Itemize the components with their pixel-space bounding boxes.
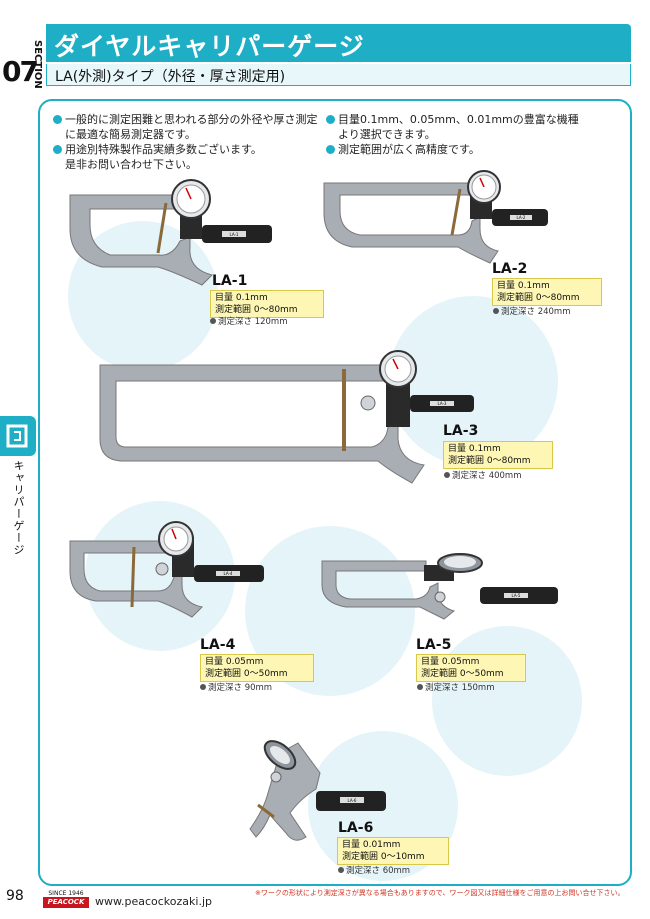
bullet-icon [444, 472, 450, 478]
feature-line: 用途別特殊製作品実績多数ございます。 [65, 143, 262, 156]
logo-brand: PEACOCK [43, 897, 89, 908]
handle-label: LA-4 [224, 571, 233, 576]
la5-gauge-illustration: LA-5 [321, 553, 558, 620]
feature-line: 一般的に測定困難と思われる部分の外径や厚さ測定 [65, 113, 318, 126]
features-right: 目量0.1mm、0.05mm、0.01mmの豊富な機種 より選択できます。 測定… [326, 112, 626, 157]
spec-grad: 目量 0.1mm [497, 281, 550, 291]
footer-note: ※ワークの形状により測定深さが異なる場合もありますので、ワーク図又は詳細仕様をご… [255, 889, 625, 897]
bullet-icon [493, 308, 499, 314]
la3-gauge-illustration: LA-3 [99, 350, 474, 484]
title-bar: ダイヤルキャリパーゲージ [46, 24, 631, 62]
spec-grad: 目量 0.1mm [448, 444, 501, 454]
spec-box: 目量 0.05mm 測定範囲 0～50mm [200, 654, 314, 682]
feature-item: 一般的に測定困難と思われる部分の外径や厚さ測定 [53, 112, 323, 127]
spec-grad: 目量 0.1mm [215, 293, 268, 303]
bullet-icon [417, 684, 423, 690]
features-left: 一般的に測定困難と思われる部分の外径や厚さ測定 に最適な簡易測定器です。 用途別… [53, 112, 323, 172]
feature-item: 測定範囲が広く高精度です。 [326, 142, 626, 157]
spec-grad: 目量 0.05mm [205, 657, 264, 667]
depth-note: 測定深さ 240mm [493, 305, 571, 317]
la1-gauge-illustration: LA-1 [69, 179, 272, 286]
handle-label: LA-6 [348, 798, 357, 803]
model-name: LA-4 [200, 637, 236, 653]
feature-line: 目量0.1mm、0.05mm、0.01mmの豊富な機種 [338, 113, 579, 126]
spec-box: 目量 0.1mm 測定範囲 0～80mm [492, 278, 602, 306]
spec-box: 目量 0.1mm 測定範囲 0～80mm [443, 441, 553, 469]
page-number: 98 [6, 888, 24, 904]
bullet-icon [326, 145, 335, 154]
product-panel: 一般的に測定困難と思われる部分の外径や厚さ測定 に最適な簡易測定器です。 用途別… [38, 99, 632, 886]
feature-line: に最適な簡易測定器です。 [65, 128, 196, 141]
subtitle-bar: LA(外測)タイプ（外径・厚さ測定用) [46, 64, 631, 86]
bg-circle [432, 626, 582, 776]
depth-note: 測定深さ 120mm [210, 315, 288, 327]
model-name: LA-6 [338, 820, 374, 836]
la6-gauge-illustration: LA-6 [249, 740, 386, 841]
bullet-icon [338, 867, 344, 873]
spec-range: 測定範囲 0～50mm [205, 669, 288, 679]
depth-note: 測定深さ 150mm [417, 681, 495, 693]
model-name: LA-3 [443, 423, 479, 439]
bullet-icon [210, 318, 216, 324]
spec-range: 測定範囲 0～80mm [497, 293, 580, 303]
model-name: LA-5 [416, 637, 452, 653]
bullet-icon [326, 115, 335, 124]
spec-box: 目量 0.1mm 測定範囲 0～80mm [210, 290, 324, 318]
section-number: 07 [2, 55, 39, 88]
depth-value: 測定深さ 150mm [425, 683, 495, 693]
la4-gauge-illustration: LA-4 [69, 521, 264, 618]
handle-label: LA-2 [517, 215, 526, 220]
spec-range: 測定範囲 0～10mm [342, 852, 425, 862]
side-label: キャリパーゲージ [12, 460, 25, 556]
spec-grad: 目量 0.05mm [421, 657, 480, 667]
brand-logo: SINCE 1946 PEACOCK [43, 890, 89, 910]
depth-value: 測定深さ 60mm [346, 866, 411, 876]
bullet-icon [200, 684, 206, 690]
handle-label: LA-1 [230, 232, 239, 237]
feature-line: 是非お問い合わせ下さい。 [65, 158, 197, 171]
spec-box: 目量 0.01mm 測定範囲 0～10mm [337, 837, 449, 865]
spec-range: 測定範囲 0～80mm [215, 305, 298, 315]
caliper-icon [6, 424, 28, 448]
feature-item: 用途別特殊製作品実績多数ございます。 [53, 142, 323, 157]
depth-value: 測定深さ 90mm [208, 683, 273, 693]
page-title: ダイヤルキャリパーゲージ [54, 32, 365, 61]
model-name: LA-2 [492, 261, 528, 277]
spec-box: 目量 0.05mm 測定範囲 0～50mm [416, 654, 526, 682]
page-subtitle: LA(外測)タイプ（外径・厚さ測定用) [55, 69, 286, 85]
depth-value: 測定深さ 240mm [501, 307, 571, 317]
depth-note: 測定深さ 400mm [444, 469, 522, 481]
spec-range: 測定範囲 0～50mm [421, 669, 504, 679]
handle-label: LA-5 [512, 593, 521, 598]
depth-note: 測定深さ 60mm [338, 864, 410, 876]
section-marker: SECTION [0, 20, 44, 96]
feature-line: より選択できます。 [338, 128, 436, 141]
feature-line: 測定範囲が広く高精度です。 [338, 143, 480, 156]
spec-grad: 目量 0.01mm [342, 840, 401, 850]
handle-label: LA-3 [438, 401, 447, 406]
depth-note: 測定深さ 90mm [200, 681, 272, 693]
depth-value: 測定深さ 400mm [452, 471, 522, 481]
section-label: SECTION [32, 40, 43, 89]
la2-gauge-illustration: LA-2 [323, 170, 548, 264]
model-name: LA-1 [212, 273, 248, 289]
bullet-icon [53, 145, 62, 154]
bg-circle [388, 296, 558, 466]
section-tab [0, 416, 36, 456]
website-link[interactable]: www.peacockozaki.jp [95, 895, 212, 908]
bullet-icon [53, 115, 62, 124]
depth-value: 測定深さ 120mm [218, 317, 288, 327]
logo-since: SINCE 1946 [48, 890, 84, 897]
feature-item: 目量0.1mm、0.05mm、0.01mmの豊富な機種 [326, 112, 626, 127]
spec-range: 測定範囲 0～80mm [448, 456, 531, 466]
